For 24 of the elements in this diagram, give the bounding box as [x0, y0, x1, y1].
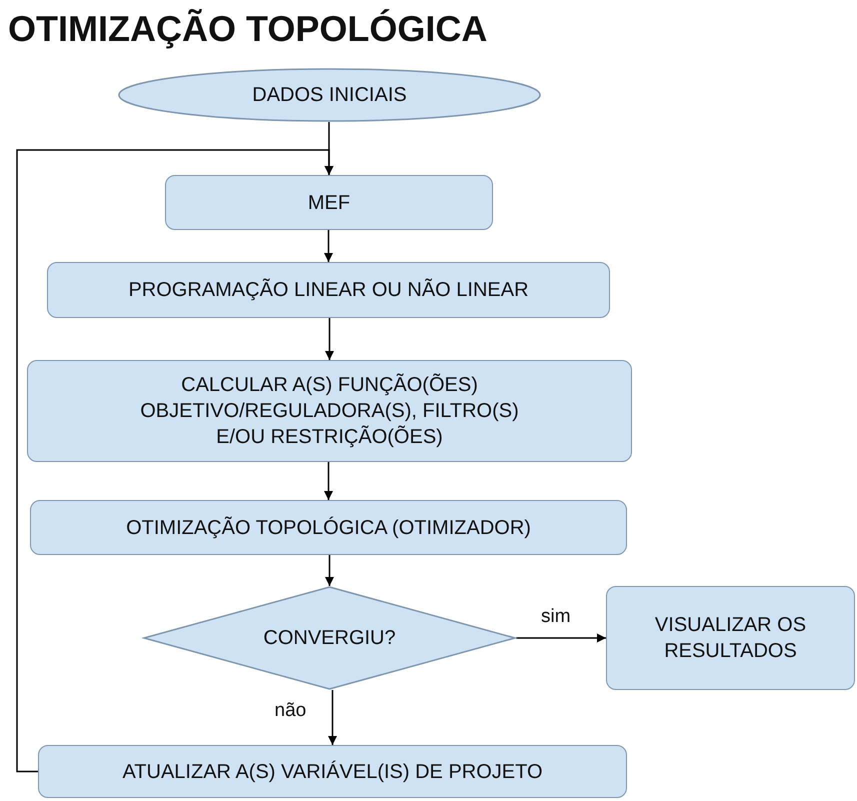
- arrow: [325, 318, 334, 360]
- node-label: CALCULAR A(S) FUNÇÃO(ÕES) OBJETIVO/REGULADORA(S), FILTRO(S) E/OU RESTRIÇÃO(ÕES): [139, 372, 520, 450]
- node-label: VISUALIZAR OS RESULTADOS: [654, 613, 808, 664]
- process-box: [27, 360, 632, 462]
- arrow: [328, 690, 337, 745]
- process-box: [606, 586, 855, 690]
- process-box: [30, 500, 627, 555]
- process-box: [38, 745, 627, 798]
- process-box: [165, 175, 493, 230]
- arrow: [16, 149, 334, 772]
- node-label: MEF: [308, 190, 350, 216]
- start-ellipse: [118, 68, 541, 122]
- node-label: ATUALIZAR A(S) VARIÁVEL(IS) DE PROJETO: [122, 760, 543, 784]
- arrow: [324, 230, 333, 262]
- node-label: OTIMIZAÇÃO TOPOLÓGICA (OTIMIZADOR): [126, 516, 531, 540]
- decision-diamond: [143, 586, 516, 690]
- arrow: [516, 634, 606, 642]
- title: OTIMIZAÇÃO TOPOLÓGICA: [8, 8, 488, 50]
- arrow: [325, 555, 334, 586]
- node-label: PROGRAMAÇÃO LINEAR OU NÃO LINEAR: [128, 278, 529, 303]
- node-label: CONVERGIU?: [263, 626, 396, 651]
- arrow: [324, 462, 333, 500]
- process-box: [47, 262, 610, 318]
- node-label: DADOS INICIAIS: [252, 83, 407, 108]
